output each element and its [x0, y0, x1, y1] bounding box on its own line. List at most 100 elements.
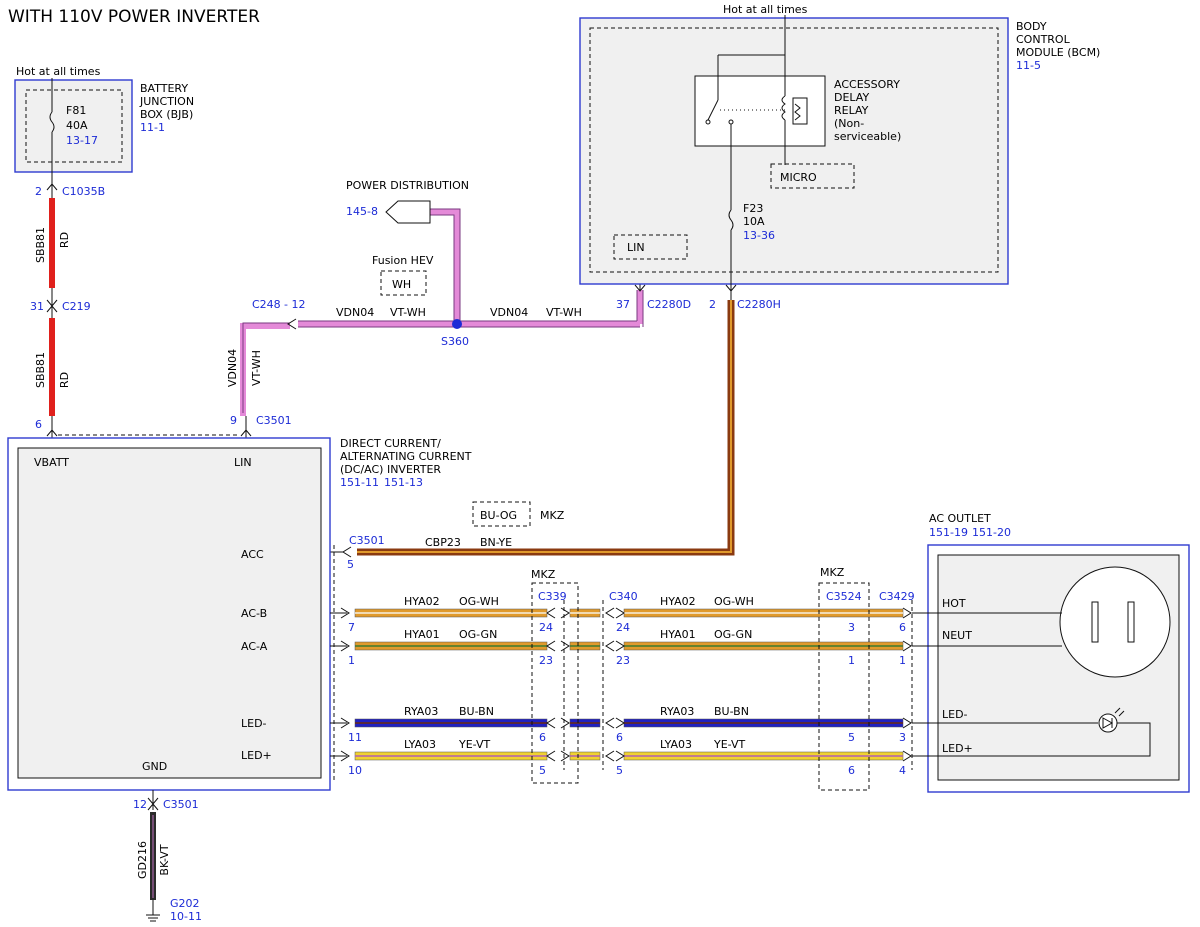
c2280h-pin: 2 — [709, 298, 716, 311]
c340-arrow-icon — [615, 640, 625, 652]
sbb81-label-top: SBB81 — [34, 227, 47, 263]
outlet-hot: HOT — [942, 597, 966, 610]
c219-pin: 31 — [30, 300, 44, 313]
fuse-f81-label: F81 — [66, 104, 86, 117]
row-circuit-left: HYA01 — [404, 628, 440, 641]
row-inverter-pin: 11 — [348, 731, 362, 744]
inverter-ref-1: 151-11 — [340, 476, 379, 489]
bnye-label: BN-YE — [480, 536, 512, 549]
inverter-gnd: GND — [142, 760, 167, 773]
row-c340-pin: 23 — [616, 654, 630, 667]
mkz-left-box — [531, 582, 579, 784]
bjb-name-1: BATTERY — [140, 82, 188, 95]
c2280h-label: C2280H — [737, 298, 781, 311]
bcm-ref: 11-5 — [1016, 59, 1041, 72]
diagram-title: WITH 110V POWER INVERTER — [8, 7, 260, 27]
wire-gd216: 12 C3501 GD216 BK-VT G202 10-11 — [133, 790, 202, 923]
bjb-module-outline — [14, 79, 133, 173]
inverter-led-minus: LED- — [241, 717, 267, 730]
power-distribution: POWER DISTRIBUTION 145-8 — [346, 179, 469, 224]
c339-arrow-icon — [560, 750, 570, 762]
fuse-f81-amp: 40A — [66, 119, 88, 132]
relay-coil-icon — [781, 95, 786, 121]
c219-label: C219 — [62, 300, 91, 313]
inverter-lin: LIN — [234, 456, 252, 469]
inverter-name-2: ALTERNATING CURRENT — [340, 450, 472, 463]
c2280d-label: C2280D — [647, 298, 691, 311]
mkz-right-label: MKZ — [820, 566, 845, 579]
row-arrow-icon — [340, 750, 350, 762]
c3429-arrow-icon — [902, 717, 912, 729]
inverter-acc: ACC — [241, 548, 264, 561]
row-arrow-icon — [340, 717, 350, 729]
inverter-acb: AC-B — [241, 607, 267, 620]
fuse-f81-icon — [49, 111, 55, 133]
inverter-aca: AC-A — [241, 640, 268, 653]
c340-arrow-icon — [605, 640, 615, 652]
c340-arrow-icon — [605, 717, 615, 729]
splice-s360-dot — [452, 319, 462, 329]
bcm-name-1: BODY — [1016, 20, 1047, 33]
relay-switch-icon — [707, 99, 719, 121]
acc-connector-arrow-icon — [342, 546, 352, 558]
relay-name-5: serviceable) — [834, 130, 901, 143]
micro-label: MICRO — [780, 171, 817, 184]
c3429-arrow-icon — [902, 640, 912, 652]
dc-ac-inverter: DIRECT CURRENT/ ALTERNATING CURRENT (DC/… — [7, 437, 472, 791]
relay-name-1: ACCESSORY — [834, 78, 900, 91]
fuse-f23-label: F23 — [743, 202, 763, 215]
accessory-delay-relay-box — [694, 75, 826, 147]
row-color-right: BU-BN — [714, 705, 749, 718]
row-color-right: OG-GN — [714, 628, 752, 641]
fuse-f23-icon — [728, 209, 734, 231]
acc-pin: 5 — [347, 558, 354, 571]
inverter-led-plus: LED+ — [241, 749, 272, 762]
ac-outlet: AC OUTLET 151-19 151-20 HOT NEUT LED- LE… — [912, 512, 1190, 793]
vtwh-label-left: VT-WH — [390, 306, 426, 319]
splice-s360-label: S360 — [441, 335, 469, 348]
row-inverter-pin: 7 — [348, 621, 355, 634]
c248-pin: - 12 — [284, 298, 305, 311]
c339-arrow-icon — [560, 717, 570, 729]
row-color-left: OG-WH — [459, 595, 499, 608]
c3524-label: C3524 — [826, 590, 862, 603]
led-indicator-icon — [1098, 713, 1118, 733]
g202-label: G202 — [170, 897, 200, 910]
row-inverter-pin: 10 — [348, 764, 362, 777]
c339-arrow-icon — [546, 607, 556, 619]
bjb-name-3: BOX (BJB) — [140, 108, 193, 121]
power-distribution-connector-icon — [385, 200, 431, 224]
mkz-color-note-box — [472, 501, 531, 527]
c339-arrow-icon — [546, 640, 556, 652]
wire-cbp23: C3501 5 CBP23 BN-YE BU-OG MKZ — [330, 300, 735, 571]
row-c3429-pin: 1 — [899, 654, 906, 667]
inverter-vbatt: VBATT — [34, 456, 69, 469]
row-c340-pin: 5 — [616, 764, 623, 777]
row-c3429-pin: 4 — [899, 764, 906, 777]
inverter-name-3: (DC/AC) INVERTER — [340, 463, 441, 476]
row-circuit-right: HYA01 — [660, 628, 696, 641]
ac-outlet-ref-2: 151-20 — [972, 526, 1011, 539]
outlet-led-plus: LED+ — [942, 742, 973, 755]
row-circuit-right: RYA03 — [660, 705, 694, 718]
c340-arrow-icon — [605, 607, 615, 619]
c1035b-pin: 2 — [35, 185, 42, 198]
relay-name-3: RELAY — [834, 104, 869, 117]
micro-box — [770, 163, 855, 189]
row-c3524-pin: 6 — [848, 764, 855, 777]
c3429-arrow-icon — [902, 750, 912, 762]
c1035b-label: C1035B — [62, 185, 105, 198]
cbp23-label: CBP23 — [425, 536, 461, 549]
c339-arrow-icon — [546, 717, 556, 729]
bjb-ref: 11-1 — [140, 121, 165, 134]
c340-arrow-icon — [615, 750, 625, 762]
c340-arrow-icon — [615, 717, 625, 729]
row-circuit-right: LYA03 — [660, 738, 692, 751]
row-c339-pin: 5 — [539, 764, 546, 777]
c339-arrow-icon — [546, 750, 556, 762]
row-color-left: BU-BN — [459, 705, 494, 718]
bcm-hot-label: Hot at all times — [723, 3, 808, 16]
row-arrow-icon — [340, 607, 350, 619]
row-c340-pin: 6 — [616, 731, 623, 744]
